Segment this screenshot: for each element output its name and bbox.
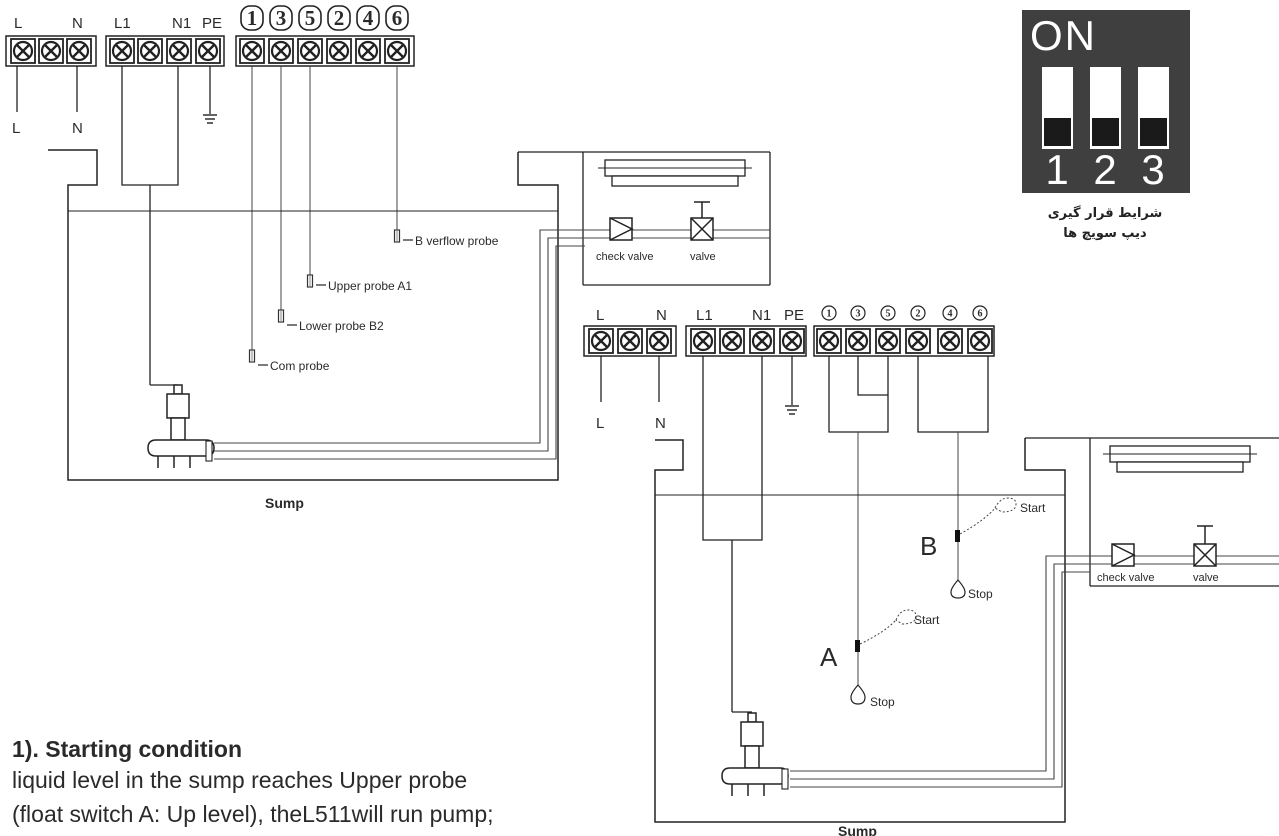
control-box-1 <box>518 151 771 286</box>
valve-icon <box>690 201 714 241</box>
terminal-block-power-2 <box>583 325 677 357</box>
terminal-number: 6 <box>392 6 403 30</box>
float-switch-b: Start Stop B <box>920 497 1046 601</box>
control-box-2 <box>1025 437 1279 587</box>
float-b-label: B <box>920 531 937 561</box>
terminal-number: 2 <box>916 309 921 320</box>
valve-label: valve <box>1193 572 1219 584</box>
terminal-number: 3 <box>856 309 861 320</box>
stop-label: Stop <box>870 695 895 709</box>
label-pe: PE <box>784 307 804 324</box>
check-valve-label: check valve <box>596 251 653 263</box>
terminal-number: 6 <box>978 309 983 320</box>
description-line2: (float switch A: Up level), theL511will … <box>12 801 494 827</box>
dip-number: 1 <box>1045 146 1069 193</box>
label-n1: N1 <box>172 15 191 32</box>
description-line1: liquid level in the sump reaches Upper p… <box>12 767 468 793</box>
dip-number: 2 <box>1093 146 1117 193</box>
upper-probe-label: Upper probe A1 <box>328 279 412 293</box>
discharge-pipe-2: check valve valve <box>781 525 1279 790</box>
dip-on-label: ON <box>1030 12 1097 59</box>
label-l: L <box>14 15 22 32</box>
terminal-number: 4 <box>948 309 953 320</box>
valve-label: valve <box>690 251 716 263</box>
dip-number: 3 <box>1141 146 1165 193</box>
terminal-number: 4 <box>363 6 374 30</box>
pump-icon <box>721 712 789 797</box>
label-l-out: L <box>596 415 604 432</box>
terminal-block-probes <box>235 35 415 67</box>
discharge-pipe-1: check valve valve <box>205 201 770 462</box>
terminal-number: 1 <box>247 6 258 30</box>
label-n: N <box>72 15 83 32</box>
terminal-number: 3 <box>276 6 287 30</box>
float-a-label: A <box>820 642 838 672</box>
label-pe: PE <box>202 15 222 32</box>
label-l1: L1 <box>114 15 131 32</box>
start-label: Start <box>914 613 940 627</box>
dip-switch-1 <box>1042 67 1073 149</box>
valve-icon <box>1193 525 1217 567</box>
check-valve-icon <box>609 217 634 241</box>
lower-probe-label: Lower probe B2 <box>299 319 384 333</box>
dip-switch-2 <box>1090 67 1121 149</box>
check-valve-label: check valve <box>1097 572 1154 584</box>
dip-caption-line1: شرایط قرار گیری <box>1047 206 1163 221</box>
label-n1: N1 <box>752 307 771 324</box>
sump-label: Sump <box>838 823 877 836</box>
terminal-number-markers: 1 3 5 2 4 6 <box>240 5 409 31</box>
check-valve-icon <box>1111 543 1136 567</box>
label-n-out: N <box>655 415 666 432</box>
diagram1: L N L1 N1 PE 1 3 5 2 4 6 L N <box>5 5 771 511</box>
dip-caption-line2: دیپ سویچ ها <box>1063 226 1147 241</box>
terminal-block-motor-2 <box>685 325 807 357</box>
ground-symbol <box>784 405 800 415</box>
terminal-number: 2 <box>334 6 345 30</box>
label-l-out: L <box>12 120 20 137</box>
dip-switch-3 <box>1138 67 1169 149</box>
terminal-block-floats <box>813 325 995 357</box>
com-probe-label: Com probe <box>270 359 330 373</box>
terminal-block-power <box>5 35 97 67</box>
pump-icon <box>147 384 215 469</box>
description-title: 1). Starting condition <box>12 736 242 762</box>
stop-label: Stop <box>968 587 993 601</box>
terminal-number: 1 <box>827 309 832 320</box>
terminal-number: 5 <box>886 309 891 320</box>
label-n: N <box>656 307 667 324</box>
label-l: L <box>596 307 604 324</box>
dip-switch-panel: ON 1 2 3 <box>1022 10 1190 193</box>
diagram2: L N L1 N1 PE 1 3 5 2 4 6 L N <box>583 305 1279 836</box>
terminal-number-markers-2: 1 3 5 2 4 6 <box>821 305 988 321</box>
overflow-probe-label: B verflow probe <box>415 234 499 248</box>
terminal-block-motor <box>105 35 225 67</box>
ground-symbol <box>202 114 218 124</box>
probes: B verflow probe Upper probe A1 Lower pro… <box>248 229 499 373</box>
terminal-number: 5 <box>305 6 316 30</box>
start-label: Start <box>1020 501 1046 515</box>
sump-label: Sump <box>265 495 304 511</box>
label-l1: L1 <box>696 307 713 324</box>
label-n-out: N <box>72 120 83 137</box>
float-switch-a: Start Stop A <box>820 609 940 709</box>
